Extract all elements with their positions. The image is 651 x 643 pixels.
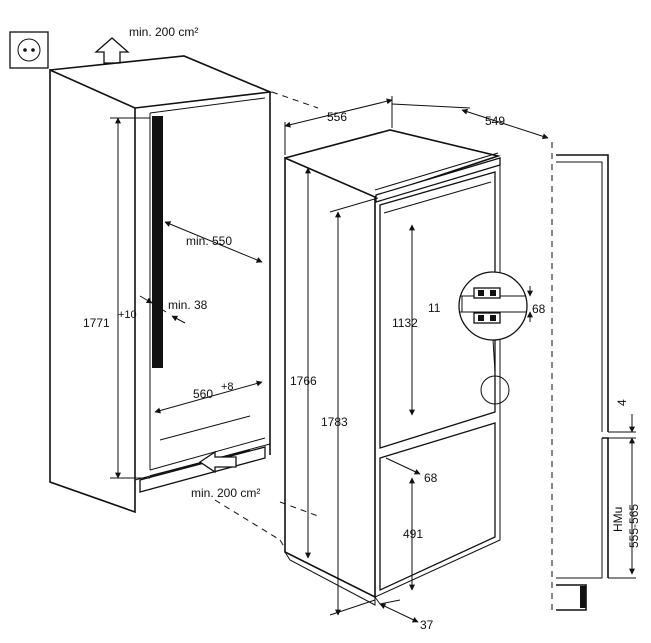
appliance-width-dimension <box>284 96 393 155</box>
wall-gap-label: min. 38 <box>168 298 208 312</box>
height-1783-label: 1783 <box>321 415 348 429</box>
niche-depth-label: min. 550 <box>186 234 232 248</box>
vent-bottom-arrow-icon <box>198 450 237 474</box>
niche-width-dimension <box>154 380 263 414</box>
wall-socket-icon <box>9 31 49 69</box>
niche-height-label: 1771 <box>83 316 110 330</box>
hinge-offset-label: 68 <box>532 302 546 316</box>
lower-68-label: 68 <box>424 471 438 485</box>
vent-bottom-label: min. 200 cm² <box>191 486 260 500</box>
side-section-view <box>551 142 636 612</box>
niche-width-label: 560 <box>193 387 213 401</box>
cabinet-niche <box>49 55 274 514</box>
lower-491-label: 491 <box>403 527 423 541</box>
bottom-37-dimension <box>379 603 419 623</box>
appliance-depth-dimension <box>391 103 549 140</box>
hinge-gap-label: 11 <box>428 301 441 315</box>
wall-gap-dimension <box>139 295 186 324</box>
hmu-range-label: 555-565 <box>627 504 641 548</box>
vent-up-arrow-icon <box>94 37 130 64</box>
hinge-detail-circle <box>458 271 533 373</box>
height-1766-label: 1766 <box>290 374 317 388</box>
niche-depth-dimension <box>164 221 263 263</box>
lower-68-dimension <box>385 457 421 475</box>
appliance-depth-label: 549 <box>485 114 505 128</box>
hinge-height-label: 1132 <box>392 316 418 330</box>
niche-height-tol: +10 <box>118 309 137 321</box>
projection-lines <box>214 91 319 549</box>
niche-height-dimension <box>110 117 150 479</box>
hinge-small-circle <box>480 375 510 405</box>
vent-top-label: min. 200 cm² <box>129 25 198 39</box>
niche-width-tol: +8 <box>221 381 234 393</box>
side-4-label: 4 <box>615 399 629 406</box>
height-1783-dimension <box>329 197 379 616</box>
appliance-width-label: 556 <box>327 110 347 124</box>
appliance-body <box>284 129 501 606</box>
bottom-37-label: 37 <box>420 618 434 632</box>
hmu-label: HMu <box>611 507 625 532</box>
